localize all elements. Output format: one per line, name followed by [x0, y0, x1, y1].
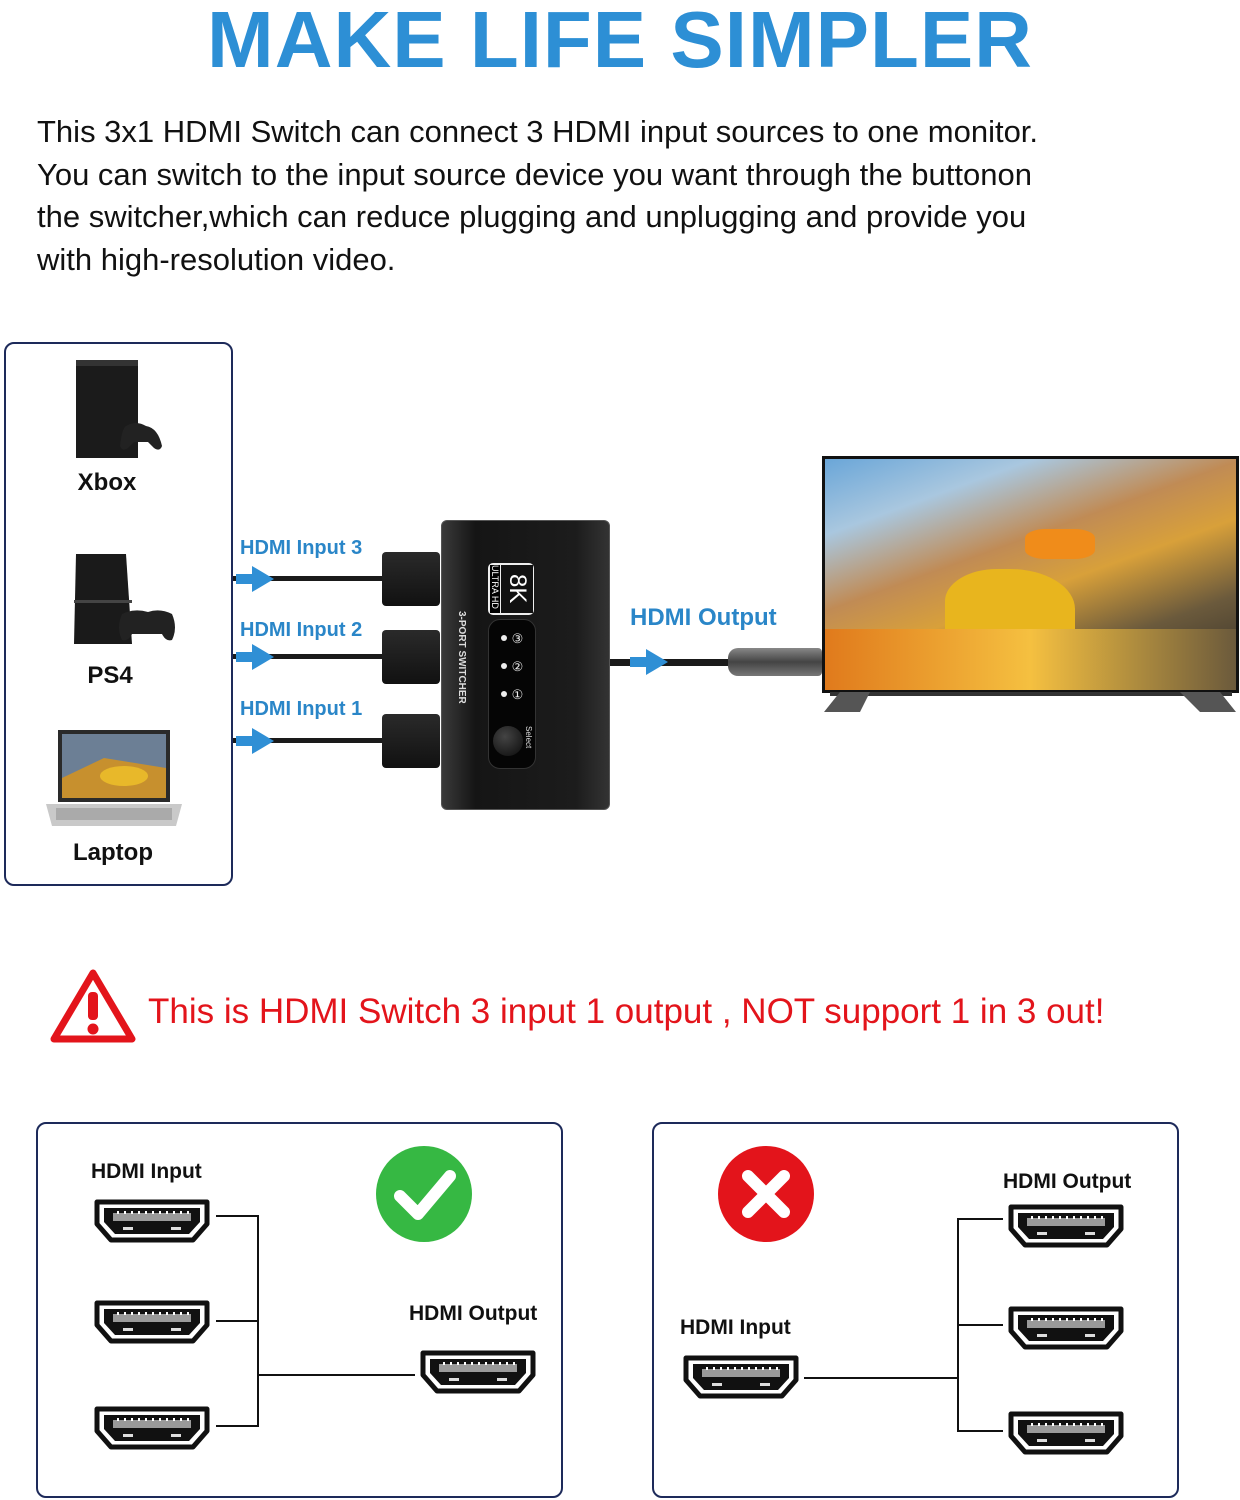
xbox-icon [76, 360, 162, 458]
correct-input-label: HDMI Input [91, 1160, 202, 1183]
laptop-icon [46, 730, 182, 826]
led-1-label: ① [511, 688, 526, 703]
description-line: the switcher,which can reduce plugging a… [37, 199, 1027, 234]
wire [257, 1374, 415, 1376]
tv-bottom-bezel [830, 692, 1232, 696]
led-1 [501, 691, 507, 697]
hdmi-port-icon [1007, 1305, 1125, 1353]
correct-output-label: HDMI Output [409, 1302, 538, 1325]
hdmi-output-cable [610, 659, 740, 666]
description-line: This 3x1 HDMI Switch can connect 3 HDMI … [37, 114, 1039, 149]
hdmi-port-icon [1007, 1410, 1125, 1458]
hdmi-port-icon [419, 1349, 537, 1397]
correct-usage-panel [36, 1122, 563, 1498]
hdmi-connector-3 [382, 552, 440, 606]
arrow-tail [236, 736, 252, 746]
arrow-right-icon [252, 644, 274, 670]
device-label-xbox: Xbox [77, 469, 137, 496]
tv-monitor [822, 456, 1239, 693]
hdmi-output-label: HDMI Output [630, 604, 777, 631]
description-line: You can switch to the input source devic… [37, 156, 1032, 192]
arrow-right-icon [252, 566, 274, 592]
hdmi-input-1-label: HDMI Input 1 [240, 698, 363, 720]
x-icon [718, 1146, 814, 1242]
led-3-label: ③ [511, 632, 526, 647]
wire [216, 1425, 259, 1427]
arrow-tail [236, 574, 252, 584]
hdmi-plug [728, 648, 822, 676]
arrow-tail [630, 657, 646, 667]
tv-screen-image [825, 459, 1236, 690]
select-button[interactable] [493, 726, 523, 756]
hdmi-input-3-label: HDMI Input 3 [240, 537, 363, 559]
source-devices-panel [4, 342, 233, 886]
wire [216, 1215, 259, 1217]
warning-icon [50, 969, 136, 1043]
description: This 3x1 HDMI Switch can connect 3 HDMI … [37, 111, 1227, 281]
description-line: with high-resolution video. [37, 241, 396, 277]
wrong-input-label: HDMI Input [680, 1316, 791, 1339]
badge-text: 8K [500, 565, 533, 613]
wire [257, 1215, 259, 1427]
hdmi-connector-2 [382, 630, 440, 684]
arrow-tail [236, 652, 252, 662]
hdmi-port-icon [682, 1354, 800, 1402]
wrong-output-label: HDMI Output [1003, 1170, 1132, 1193]
control-panel: ③ ② ① Select [488, 619, 536, 769]
led-3 [501, 635, 507, 641]
tv-stand [824, 692, 1236, 712]
arrow-right-icon [252, 728, 274, 754]
wire [957, 1430, 1003, 1432]
hdmi-connector-1 [382, 714, 440, 768]
8k-badge: ULTRA HD 8K [488, 563, 534, 615]
hdmi-port-icon [93, 1299, 211, 1347]
wrong-usage-panel [652, 1122, 1179, 1498]
check-icon [376, 1146, 472, 1242]
wire [216, 1320, 259, 1322]
switch-side-text: 3-PORT SWITCHER [456, 611, 467, 704]
led-2-label: ② [511, 660, 526, 675]
hdmi-cable-2 [233, 654, 383, 659]
hdmi-port-icon [93, 1405, 211, 1453]
wire [957, 1324, 1003, 1326]
ps4-icon [74, 554, 175, 644]
arrow-right-icon [646, 649, 668, 675]
badge-sub: ULTRA HD [490, 565, 500, 613]
wire [957, 1218, 1003, 1220]
wire [804, 1377, 959, 1379]
hdmi-cable-3 [233, 576, 383, 581]
page-title: MAKE LIFE SIMPLER [207, 0, 1033, 84]
device-label-ps4: PS4 [87, 662, 133, 689]
hdmi-port-icon [93, 1198, 211, 1246]
hdmi-cable-1 [233, 738, 383, 743]
warning-text: This is HDMI Switch 3 input 1 output , N… [148, 992, 1105, 1031]
hdmi-switch-device: ULTRA HD 8K 3-PORT SWITCHER ③ ② ① Select [441, 520, 610, 810]
device-label-laptop: Laptop [73, 839, 153, 866]
led-2 [501, 663, 507, 669]
hdmi-input-2-label: HDMI Input 2 [240, 619, 363, 641]
hdmi-port-icon [1007, 1203, 1125, 1251]
select-label: Select [524, 726, 533, 749]
